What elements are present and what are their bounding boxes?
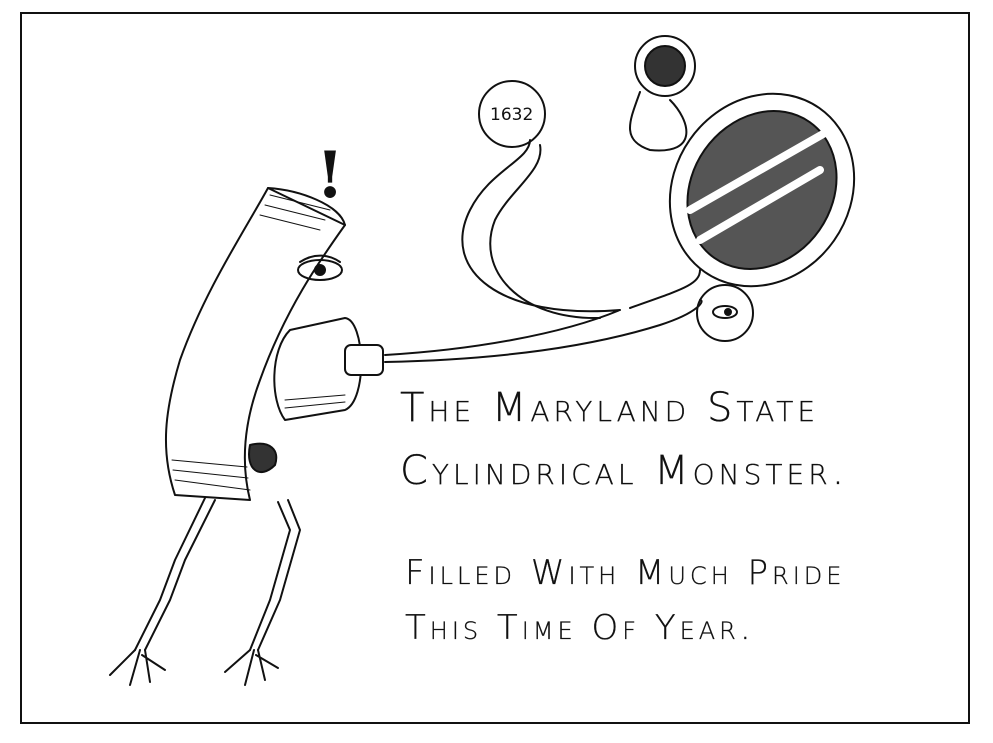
caption-line-1: The Maryland State	[400, 385, 820, 431]
monster-mouth	[248, 442, 278, 474]
portrait-bubble	[634, 35, 696, 97]
comic-frame	[20, 12, 970, 724]
year-bubble	[478, 80, 546, 148]
exclamation-mark: !	[316, 138, 344, 213]
flag-bubble	[668, 92, 856, 288]
monster-eye	[297, 259, 343, 281]
cylinder-monster	[164, 187, 384, 501]
thought-bubbles: 1632	[384, 35, 856, 363]
year-text: 1632	[490, 105, 533, 125]
caption-line-4: This Time Of Year.	[405, 608, 755, 648]
eye-bubble	[696, 284, 754, 342]
caption-line-2: Cylindrical Monster.	[400, 448, 849, 494]
caption-line-3: Filled With Much Pride	[405, 553, 846, 593]
monster-legs	[109, 497, 301, 686]
